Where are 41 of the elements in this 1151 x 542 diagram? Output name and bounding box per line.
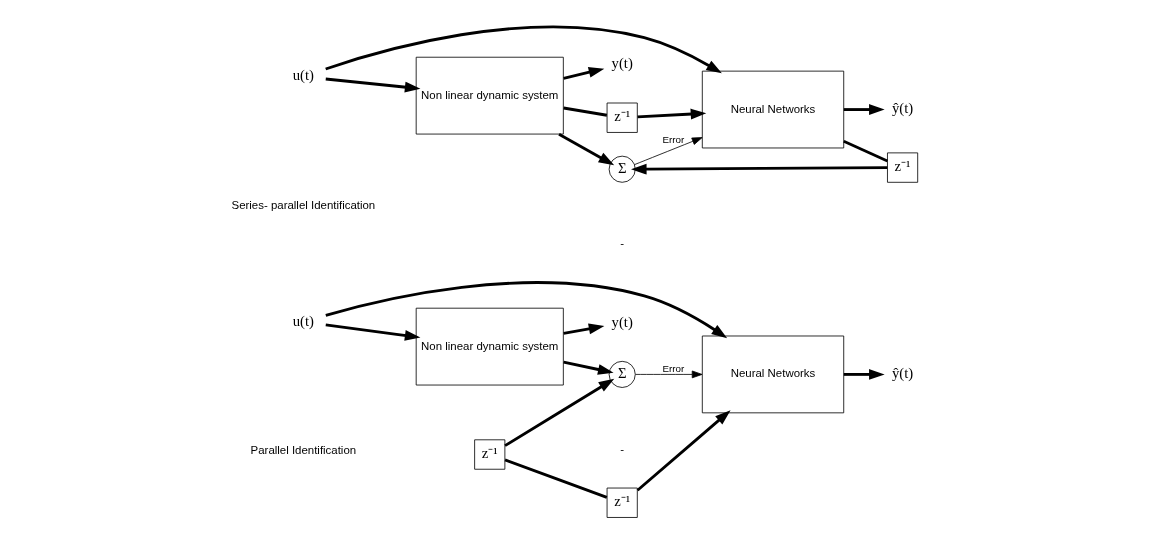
connector — [562, 106, 607, 117]
node-box: Neural Networks — [701, 70, 844, 149]
node-box: Neural Networks — [701, 335, 844, 414]
arrow — [324, 281, 727, 339]
node-box: z⁻¹ — [606, 102, 638, 133]
node-text: u(t) — [292, 67, 314, 84]
node-circle: Σ — [608, 155, 636, 183]
node-text: y(t) — [611, 55, 633, 72]
arrow — [325, 77, 420, 93]
arrow — [325, 323, 420, 341]
node-box: z⁻¹ — [473, 439, 505, 470]
arrow — [562, 66, 604, 80]
arrow — [636, 410, 731, 492]
arrow — [562, 323, 604, 335]
node-circle: Σ — [608, 360, 636, 388]
label: Series- parallel Identification — [231, 199, 375, 212]
arrow — [324, 25, 722, 74]
node-box: z⁻¹ — [606, 487, 638, 518]
edge-label: Error — [661, 133, 684, 145]
node-text: ŷ(t) — [891, 100, 913, 117]
node-box: Non linear dynamic system — [415, 56, 564, 135]
connector — [504, 458, 607, 499]
arrow — [562, 360, 614, 375]
node-box: Non linear dynamic system — [415, 307, 564, 386]
label: - — [619, 442, 624, 455]
arrow — [843, 368, 885, 380]
node-text: ŷ(t) — [891, 365, 913, 382]
arrow — [637, 108, 706, 120]
connector — [842, 139, 888, 163]
arrow — [633, 137, 702, 166]
node-text: u(t) — [292, 312, 314, 329]
label: Parallel Identification — [250, 444, 356, 457]
node-box: z⁻¹ — [886, 152, 918, 183]
arrow — [634, 370, 702, 379]
arrow — [503, 378, 614, 447]
label: - — [619, 237, 624, 250]
edge-label: Error — [661, 362, 684, 374]
arrow — [630, 163, 887, 175]
arrow — [557, 132, 614, 166]
node-text: y(t) — [611, 313, 633, 330]
arrow — [843, 104, 885, 115]
